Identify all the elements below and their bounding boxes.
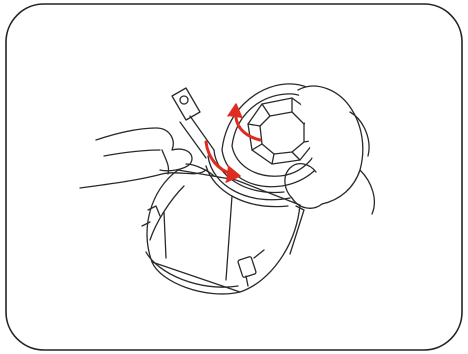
filter-canister-icon [142,170,304,294]
filter-removal-illustration [80,84,374,294]
